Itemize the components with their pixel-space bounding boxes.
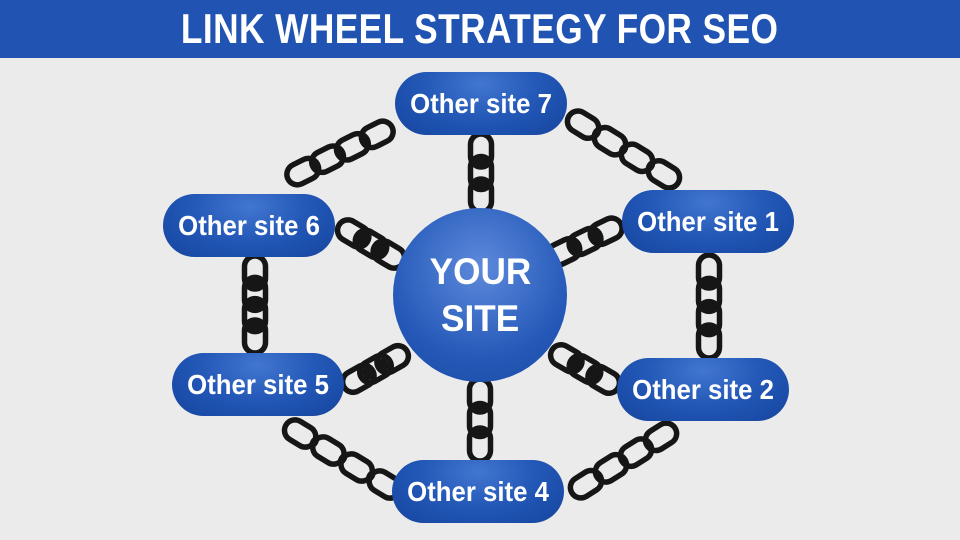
node-label: Other site 4 <box>407 475 549 507</box>
node-label: Other site 1 <box>637 205 779 237</box>
node-label: Other site 6 <box>178 209 320 241</box>
node-label: Other site 7 <box>410 87 552 119</box>
hub-label-line1: YOUR <box>429 250 531 292</box>
node-other-site-1: Other site 1 <box>622 190 794 253</box>
title-bar: LINK WHEEL STRATEGY FOR SEO <box>0 0 960 58</box>
node-other-site-5: Other site 5 <box>172 353 344 416</box>
node-your-site: YOUR SITE <box>393 208 567 382</box>
hub-label-line2: SITE <box>440 298 520 339</box>
node-label: Other site 5 <box>187 368 329 400</box>
node-other-site-4: Other site 4 <box>392 460 564 523</box>
node-other-site-7: Other site 7 <box>395 72 567 135</box>
node-other-site-6: Other site 6 <box>163 194 335 257</box>
node-other-site-2: Other site 2 <box>617 358 789 421</box>
node-label: Other site 2 <box>632 373 774 405</box>
page-title: LINK WHEEL STRATEGY FOR SEO <box>181 5 779 52</box>
